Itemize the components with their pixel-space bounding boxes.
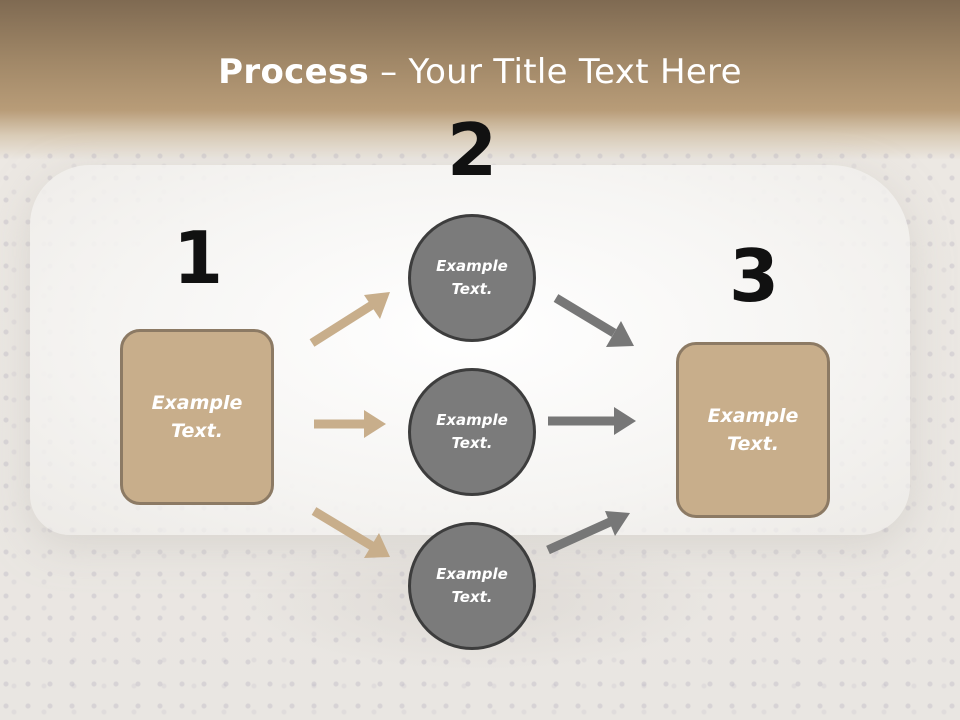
arrow-top-to-right — [553, 294, 634, 347]
left-step-box: Example Text. — [120, 329, 274, 505]
step-number-2: 2 — [446, 108, 498, 192]
arrow-middle-to-right — [548, 407, 636, 435]
right-step-box: Example Text. — [676, 342, 830, 518]
arrow-left-to-bottom — [311, 507, 390, 558]
arrow-left-to-middle — [314, 410, 386, 438]
title-bold: Process — [218, 52, 370, 92]
arrow-bottom-to-right — [546, 511, 630, 555]
step-number-1: 1 — [172, 216, 224, 300]
arrow-left-to-top — [309, 292, 390, 347]
step-number-3: 3 — [728, 234, 780, 318]
step-circle-top: Example Text. — [408, 214, 536, 342]
step-circle-bottom: Example Text. — [408, 522, 536, 650]
title-rest: – Your Title Text Here — [369, 52, 742, 92]
slide-title: Process – Your Title Text Here — [0, 52, 960, 92]
step-circle-middle: Example Text. — [408, 368, 536, 496]
